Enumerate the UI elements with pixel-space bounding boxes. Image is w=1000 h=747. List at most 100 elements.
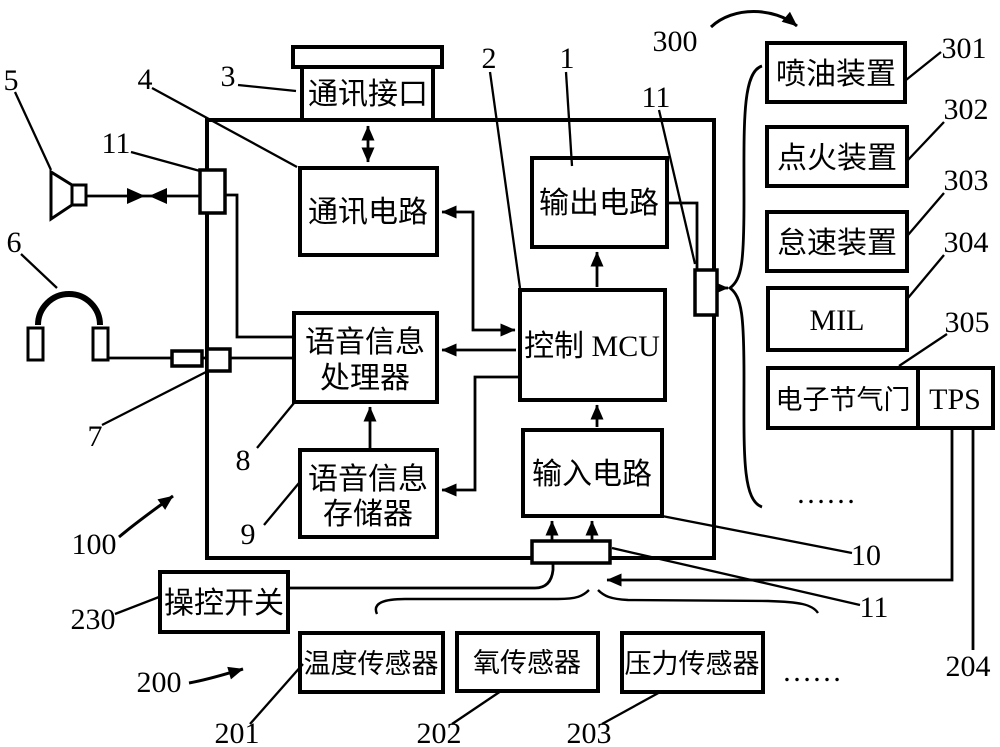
leader-11-left [130, 150, 201, 173]
ref-204: 204 [946, 650, 991, 683]
plug-break-icon [127, 188, 167, 204]
ignition-label: 点火装置 [777, 142, 897, 175]
block-voice-processor [292, 311, 439, 404]
block-fuel-injection [765, 41, 907, 104]
block-comm-interface [300, 65, 435, 122]
leader-1 [564, 71, 574, 167]
idle-device-label: 怠速装置 [777, 227, 897, 260]
temp-sensor-label: 温度传感器 [304, 649, 439, 679]
block-pressure-sensor [620, 631, 765, 694]
leader-7 [101, 370, 207, 427]
ref-304: 304 [944, 226, 989, 259]
ref-301: 301 [942, 32, 987, 65]
connector-input-port-icon [530, 539, 612, 565]
ref-4: 4 [138, 63, 153, 96]
comm-circuit-label: 通讯电路 [308, 196, 428, 229]
leader-11-top-right [657, 109, 697, 265]
block-comm-circuit [298, 166, 439, 257]
leader-arrow-300 [709, 10, 798, 29]
sensor-gather-left [374, 589, 590, 615]
voice-processor-label-1: 语音信息 [305, 326, 425, 359]
fuel-injection-label: 喷油装置 [776, 58, 896, 91]
ref-200: 200 [137, 666, 182, 699]
output-circuit-label: 输出电路 [539, 187, 659, 220]
control-mcu-label: 控制 MCU [524, 330, 660, 363]
ref-300: 300 [653, 25, 698, 58]
leader-4 [151, 86, 298, 169]
ref-302: 302 [944, 93, 989, 126]
leader-6 [20, 253, 58, 289]
control-switch-label: 操控开关 [164, 587, 284, 620]
ref-100: 100 [72, 528, 117, 561]
leader-203 [601, 689, 663, 726]
block-oxygen-sensor [455, 631, 600, 693]
block-voice-storage [298, 448, 439, 539]
leader-5 [13, 91, 53, 171]
wire-tps-connector [606, 428, 954, 587]
block-idle-device [765, 210, 909, 273]
leader-2 [488, 71, 522, 289]
leader-8 [256, 402, 295, 449]
connector-audio-out-icon [198, 168, 227, 215]
leader-9 [263, 482, 300, 526]
main-unit-outline [205, 118, 716, 560]
block-mil [766, 286, 909, 352]
leader-arrow-100 [118, 494, 174, 539]
mil-label: MIL [810, 304, 865, 337]
block-output-circuit [530, 156, 669, 249]
leader-302 [907, 121, 945, 161]
wire-outputcircuit-connector [667, 201, 699, 269]
actuator-ellipsis: …… [796, 477, 856, 510]
wire-mcu-commcircuit [441, 205, 516, 337]
leader-304 [907, 254, 945, 299]
ref-5: 5 [4, 64, 19, 97]
ref-11-top-right: 11 [642, 81, 671, 114]
speaker-icon [49, 169, 88, 222]
comm-interface-label: 通讯接口 [308, 78, 428, 111]
ref-303: 303 [944, 164, 989, 197]
ref-305: 305 [945, 306, 990, 339]
leader-3 [237, 83, 297, 93]
leader-202 [451, 690, 502, 725]
ref-3: 3 [221, 60, 236, 93]
ref-8: 8 [236, 444, 251, 477]
ref-2: 2 [482, 42, 497, 75]
ref-11-bottom: 11 [860, 591, 889, 624]
ref-7: 7 [88, 420, 103, 453]
headphones-icon [26, 291, 110, 362]
leader-303 [907, 192, 945, 236]
connector-mic-plug-icon [170, 349, 204, 368]
sensor-gather-right [597, 589, 819, 614]
block-control-mcu [518, 288, 667, 402]
ref-203: 203 [567, 717, 612, 747]
leader-10 [661, 514, 853, 555]
oxygen-sensor-label: 氧传感器 [473, 648, 581, 678]
connector-output-port-icon [693, 268, 719, 317]
ref-202: 202 [417, 717, 462, 747]
voice-storage-label-2: 存储器 [323, 498, 413, 531]
block-comm-interface-cap [291, 45, 444, 69]
block-ignition [765, 125, 909, 188]
leader-230 [114, 595, 160, 616]
block-temp-sensor [298, 631, 445, 694]
block-e-throttle [766, 366, 920, 430]
ref-9: 9 [241, 518, 256, 551]
ref-11-left: 11 [102, 127, 131, 160]
actuator-brace [727, 64, 763, 509]
block-tps [916, 366, 995, 430]
voice-processor-label-2: 处理器 [320, 362, 410, 395]
ref-6: 6 [7, 226, 22, 259]
ref-230: 230 [71, 603, 116, 636]
voice-storage-label-1: 语音信息 [308, 463, 428, 496]
leader-arrow-200 [188, 666, 244, 685]
connector-mic-jack-icon [205, 347, 232, 373]
leader-305 [898, 333, 948, 367]
sensor-ellipsis: …… [782, 655, 842, 688]
ref-201: 201 [215, 717, 260, 747]
e-throttle-label: 电子节气门 [776, 385, 911, 415]
input-circuit-label: 输入电路 [532, 458, 652, 491]
wire-mcu-storage [441, 375, 520, 497]
block-control-switch [158, 570, 290, 634]
